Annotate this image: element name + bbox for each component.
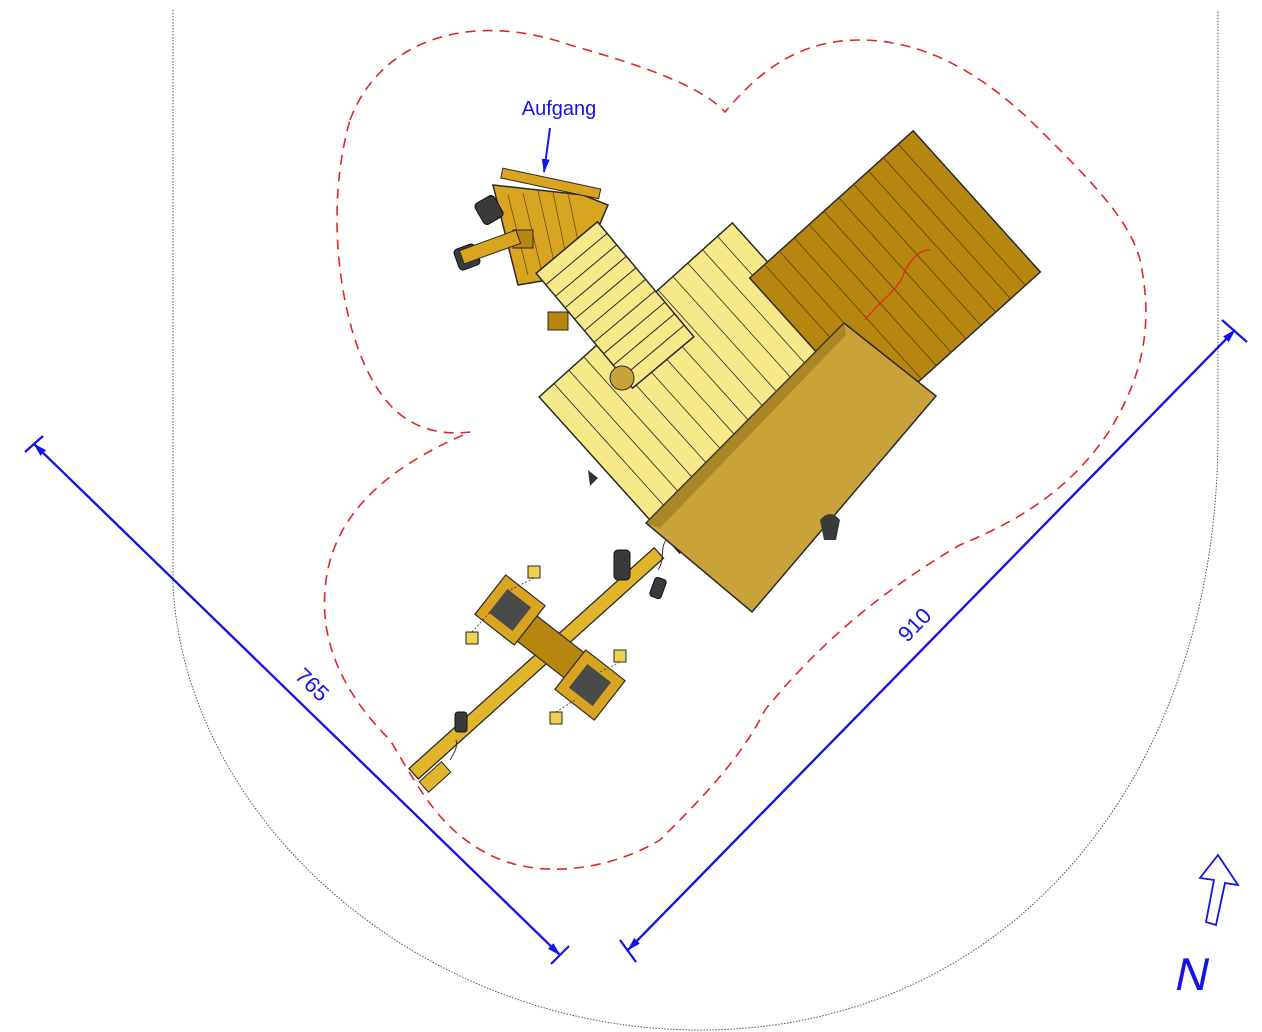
north-arrow-icon [1198,853,1240,927]
tower [538,129,1042,614]
entrance-label: Aufgang [522,98,597,120]
dimension-line-765 [24,435,570,965]
entrance-platform [453,167,695,391]
swing-seat [474,574,546,646]
dimension-label-910: 910 [893,603,936,647]
roof-slab [644,321,938,614]
safety-zone-outline [323,29,1147,870]
north-label: N [1171,948,1215,999]
site-boundary [172,10,1219,1031]
entrance-arrow [541,127,551,173]
dimension-line-910 [619,319,1248,963]
swing-set [408,539,667,793]
swing-top-beam [408,546,665,780]
roof-ridge-line [864,249,931,321]
swing-seat [554,649,626,721]
